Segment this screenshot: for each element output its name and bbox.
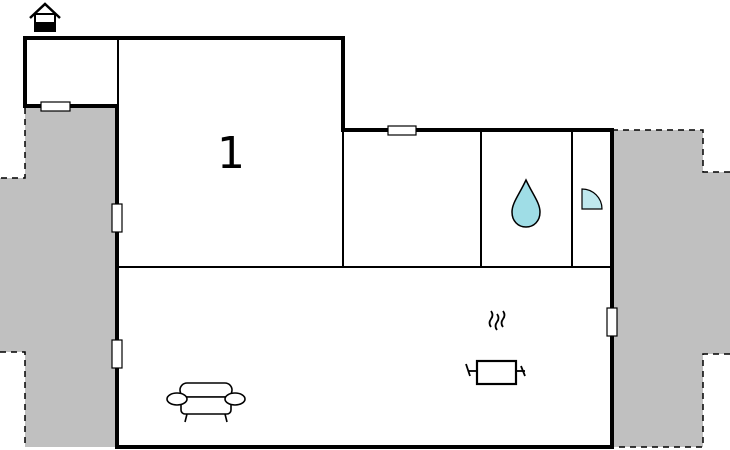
window <box>111 203 123 233</box>
terrace-left <box>0 108 117 447</box>
window <box>606 307 618 337</box>
water-drop-icon <box>511 178 541 228</box>
windows <box>40 101 618 369</box>
window <box>40 101 71 112</box>
sofa-icon <box>166 382 246 423</box>
kitchen-pot-icon <box>465 310 526 386</box>
window <box>111 339 123 369</box>
terrace-right <box>612 129 730 448</box>
shower-icon <box>581 188 603 210</box>
window <box>387 125 417 136</box>
entrance-house-icon <box>29 2 61 32</box>
interior-walls <box>117 38 612 268</box>
room-number-label: 1 <box>217 128 245 179</box>
